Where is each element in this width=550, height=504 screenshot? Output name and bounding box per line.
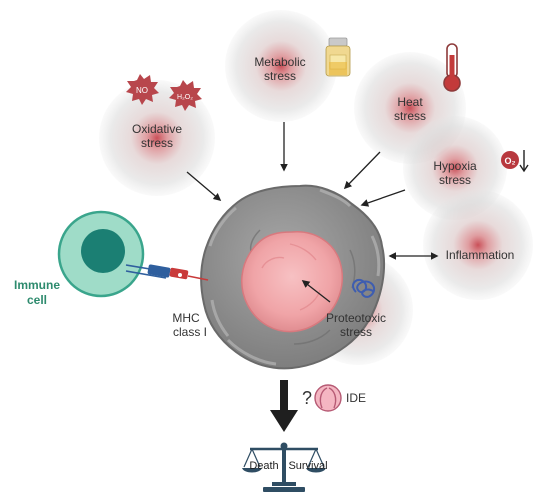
no-molecule-label: NO: [136, 86, 148, 95]
heat-stress-label-1: Heat: [397, 95, 423, 109]
h2o2-molecule-label: H₂O₂: [177, 94, 193, 101]
mhc-label-1: MHC: [172, 311, 200, 325]
survival-label: Survival: [288, 460, 327, 472]
ide-enzyme-icon: [314, 384, 342, 412]
misfolded-protein-icon: [352, 278, 376, 298]
question-mark: ?: [302, 388, 312, 408]
o2-down-icon: O₂: [501, 150, 529, 173]
mhc-label-2: class I: [173, 325, 207, 339]
oxidative-stress-label-1: Oxidative: [132, 122, 182, 136]
ide-label: IDE: [346, 391, 366, 405]
proteotoxic-stress-label-1: Proteotoxic: [326, 311, 386, 325]
inflammation-halo: [423, 190, 533, 300]
outcome-arrow: [270, 380, 298, 432]
h2o2-molecule-icon: H₂O₂: [169, 80, 202, 111]
inflammation-label: Inflammation: [446, 248, 515, 262]
metabolic-stress-halo: [225, 10, 337, 122]
arrow-hypoxia: [360, 189, 406, 207]
immune-cell-label-1: Immune: [14, 278, 60, 292]
balance-scale-icon: [242, 442, 326, 492]
no-molecule-icon: NO: [126, 74, 159, 105]
heat-stress-label-2: stress: [394, 109, 426, 123]
death-label: Death: [249, 460, 278, 472]
arrow-proteotoxic: [301, 280, 331, 303]
arrow-oxidative: [186, 171, 222, 202]
immune-cell: [57, 210, 145, 298]
hypoxia-stress-label-1: Hypoxia: [433, 159, 477, 173]
metabolic-stress-label-2: stress: [264, 69, 296, 83]
thermometer-icon: [443, 43, 461, 92]
arrow-heat: [343, 151, 381, 190]
immune-cell-label-2: cell: [27, 293, 47, 307]
metabolic-stress-label-1: Metabolic: [254, 55, 305, 69]
hypoxia-stress-label-2: stress: [439, 173, 471, 187]
proteotoxic-stress-label-2: stress: [340, 325, 372, 339]
o2-label: O₂: [505, 156, 516, 166]
tumor-nucleus: [241, 231, 343, 333]
oxidative-stress-label-2: stress: [141, 136, 173, 150]
medicine-bottle-icon: [325, 37, 351, 77]
tcr-mhc-receptor-icon: [125, 264, 209, 281]
